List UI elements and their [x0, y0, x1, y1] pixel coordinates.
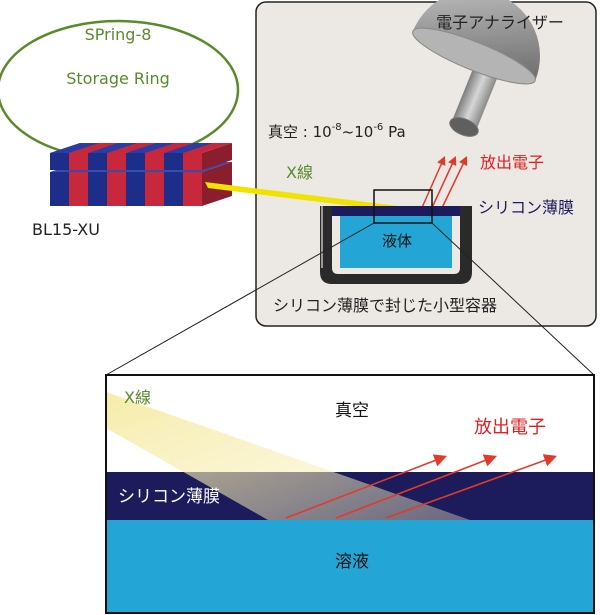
zoom-xray-beam	[106, 392, 470, 520]
analyzer-label: 電子アナライザー	[436, 13, 564, 32]
liquid-label: 液体	[382, 232, 412, 250]
container-label: シリコン薄膜で封じた小型容器	[273, 296, 497, 315]
zoom-xray-label: X線	[124, 388, 151, 407]
zoom-region-marker	[373, 189, 433, 224]
ring-sub-label: Storage Ring	[66, 69, 170, 88]
undulator	[50, 143, 232, 206]
ring-name-label: SPring-8	[85, 25, 152, 44]
zoom-vacuum-label: 真空	[335, 401, 369, 421]
electron-analyzer	[412, 0, 540, 137]
zoom-line-left	[105, 222, 375, 376]
vacuum-pressure-label: 真空 : 10-8~10-6 Pa	[268, 122, 406, 141]
zoom-photoelectron-label: 放出電子	[474, 417, 546, 438]
zoom-solution-label: 溶液	[335, 552, 369, 572]
xray-label: X線	[286, 163, 313, 182]
photoelectron-arrows-large	[285, 454, 558, 519]
zoom-membrane-label: シリコン薄膜	[118, 487, 220, 507]
photoelectron-arrows-small	[419, 155, 468, 213]
zoom-line-right	[431, 222, 595, 376]
photoelectron-label: 放出電子	[480, 153, 544, 172]
membrane-label: シリコン薄膜	[478, 198, 574, 217]
beamline-label: BL15-XU	[32, 220, 100, 239]
